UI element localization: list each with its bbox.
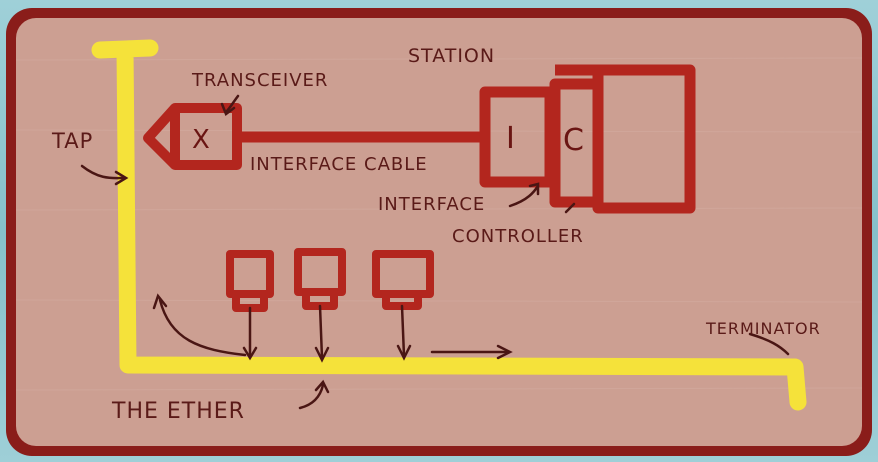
station-label: STATION [408, 45, 495, 67]
station-computer-box [592, 64, 696, 214]
paper-texture [15, 57, 863, 391]
transceiver-box [143, 103, 242, 170]
interface-cable-label: INTERFACE CABLE [250, 154, 428, 175]
label-pointers [80, 94, 790, 410]
ether-cable [91, 39, 807, 411]
station-block [479, 64, 696, 214]
station-arrows [152, 293, 513, 363]
the-ether-label: THE ETHER [111, 399, 245, 424]
transceiver-mark: X [192, 125, 210, 155]
tap-connector [143, 104, 179, 169]
tap-label: TAP [51, 129, 93, 153]
terminator-label: TERMINATOR [705, 319, 821, 338]
controller-label: CONTROLLER [452, 226, 584, 247]
interface-mark: I [506, 121, 515, 156]
controller-mark: C [563, 123, 584, 158]
sketch-panel [16, 18, 862, 446]
transceiver-label: TRANSCEIVER [191, 70, 328, 91]
interface-label: INTERFACE [378, 194, 485, 215]
